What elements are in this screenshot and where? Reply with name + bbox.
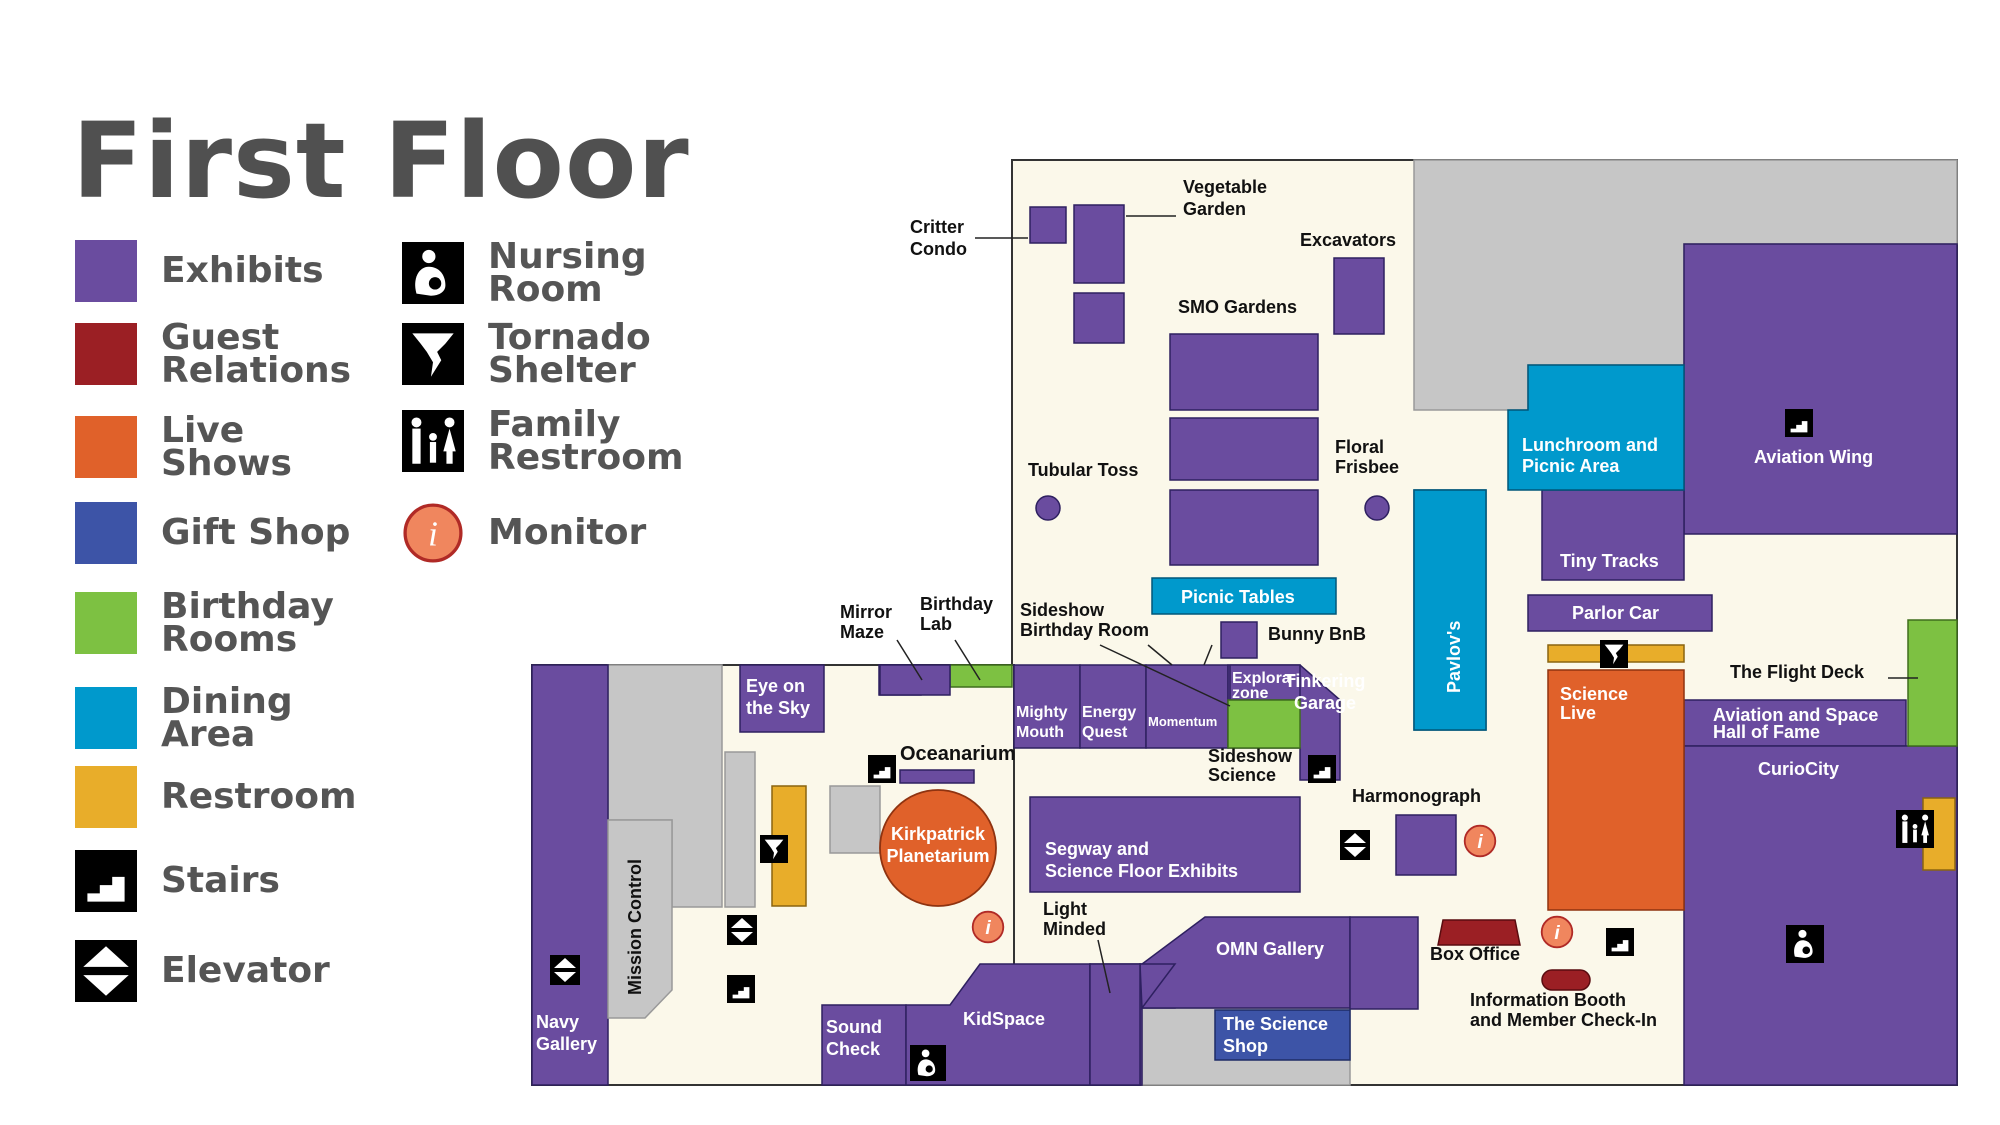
birthday-rooms-swatch <box>75 592 137 655</box>
label-pavlovs: Pavlov's <box>1444 621 1464 693</box>
label-momentum: Momentum <box>1148 714 1217 729</box>
svg-text:i: i <box>428 514 438 553</box>
mission-control-room <box>607 819 673 1019</box>
exhibits-swatch <box>75 240 137 302</box>
label-omn-gallery: OMN Gallery <box>1216 939 1324 959</box>
label-smo-gardens: SMO Gardens <box>1178 297 1297 317</box>
label-curiocity: CurioCity <box>1758 759 1839 779</box>
dining-area-swatch <box>75 687 137 750</box>
legend-label: Tornado Shelter <box>488 317 651 392</box>
label-tiny-tracks: Tiny Tracks <box>1560 551 1659 571</box>
legend-item-tornado-shelter: Tornado Shelter <box>402 317 651 392</box>
legend-label: Monitor <box>488 512 647 554</box>
legend-label: Guest Relations <box>161 317 352 392</box>
live-shows-swatch <box>75 416 137 479</box>
restroom-swatch <box>75 766 137 828</box>
label-mission-control: Mission Control <box>625 859 645 995</box>
label-excavators: Excavators <box>1300 230 1396 250</box>
legend-item-restroom: Restroom <box>75 766 357 828</box>
nursing-room-icon <box>402 242 464 305</box>
pavlovs-room <box>1413 489 1487 731</box>
live-show-areas <box>879 669 1685 911</box>
legend-item-birthday-rooms: Birthday Rooms <box>75 586 334 661</box>
exhibit-rooms <box>531 204 1958 1086</box>
legend-item-exhibits: Exhibits <box>75 240 324 302</box>
legend-item-family-restroom: Family Restroom <box>402 404 684 479</box>
legend-label: Gift Shop <box>161 512 351 554</box>
label-exploration-zone: Explora-zone <box>1232 670 1296 702</box>
birthday-rooms <box>949 619 1958 749</box>
monitor-icon: i <box>402 502 464 564</box>
legend-label: Dining Area <box>161 681 293 756</box>
page-title: First Floor <box>72 100 690 222</box>
legend-item-monitor: i Monitor <box>402 502 646 564</box>
label-picnic-tables: Picnic Tables <box>1181 587 1295 607</box>
legend-label: Live Shows <box>161 410 292 485</box>
stairs-icon <box>75 850 137 912</box>
label-oceanarium: Oceanarium <box>900 743 1016 765</box>
legend-item-gift-shop: Gift Shop <box>75 502 350 564</box>
legend-item-nursing-room: Nursing Room <box>402 236 647 311</box>
legend-label: Nursing Room <box>488 236 647 311</box>
guest-relations-swatch <box>75 323 137 386</box>
legend-label: Stairs <box>161 860 280 902</box>
label-flight-deck: The Flight Deck <box>1730 662 1865 682</box>
legend-item-elevator: Elevator <box>75 940 330 1002</box>
gift-shop-room <box>1214 1009 1351 1061</box>
gift-shop-swatch <box>75 502 137 564</box>
label-aviation-wing: Aviation Wing <box>1754 447 1873 467</box>
elevator-icon <box>75 940 137 1002</box>
legend-label: Restroom <box>161 776 357 818</box>
legend-label: Elevator <box>161 950 330 992</box>
legend-item-stairs: Stairs <box>75 850 280 912</box>
legend-item-live-shows: Live Shows <box>75 410 292 485</box>
legend-label: Birthday Rooms <box>161 586 334 661</box>
leader-lines <box>896 215 1918 994</box>
legend-label: Family Restroom <box>488 404 684 479</box>
label-parlor-car: Parlor Car <box>1572 603 1659 623</box>
legend-label: Exhibits <box>161 250 324 292</box>
label-kidspace: KidSpace <box>963 1009 1045 1029</box>
label-harmonograph: Harmonograph <box>1352 786 1481 806</box>
guest-relations <box>1437 919 1591 991</box>
legend-item-dining-area: Dining Area <box>75 681 293 756</box>
label-tubular-toss: Tubular Toss <box>1028 460 1138 480</box>
label-box-office: Box Office <box>1430 944 1520 964</box>
legend-item-guest-relations: Guest Relations <box>75 317 352 392</box>
family-restroom-icon <box>402 410 464 473</box>
label-bunny-bnb: Bunny BnB <box>1268 624 1366 644</box>
tornado-shelter-icon <box>402 323 464 386</box>
